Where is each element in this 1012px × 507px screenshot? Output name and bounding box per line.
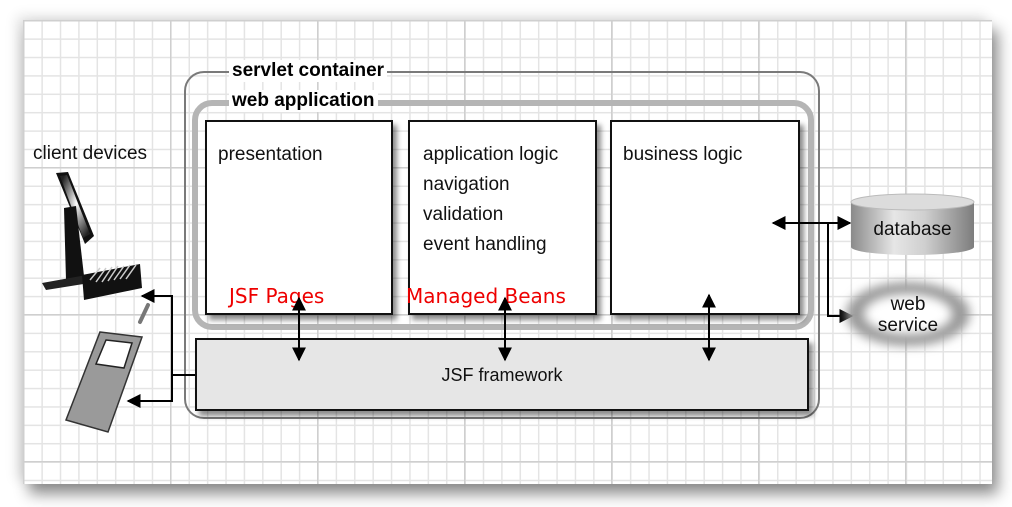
mobile-phone-icon: [65, 303, 150, 433]
web-service-label-line1: web: [890, 294, 926, 315]
event-handling-text: event handling: [423, 234, 547, 255]
servlet-container-boundary: [184, 71, 820, 419]
jsf-framework-label: JSF framework: [441, 365, 563, 385]
database-icon: [850, 193, 975, 255]
application-logic-title: application logic: [423, 144, 559, 165]
web-service-icon: [846, 282, 970, 346]
desktop-computer-icon: [42, 172, 142, 300]
managed-beans-annotation: Managed Beans: [406, 284, 566, 308]
framework-clients-arrows: [126, 289, 195, 408]
presentation-title: presentation: [218, 144, 323, 165]
validation-text: validation: [423, 204, 504, 225]
navigation-text: navigation: [423, 174, 510, 195]
web-application-label: web application: [229, 90, 378, 112]
database-label: database: [873, 219, 952, 240]
servlet-container-label: servlet container: [229, 60, 388, 82]
web-service-label-line2: service: [877, 315, 939, 336]
business-logic-title: business logic: [623, 144, 743, 165]
business-logic-box: business logic: [610, 120, 800, 315]
presentation-box: presentation: [205, 120, 393, 315]
application-logic-box: application logic navigation validation …: [408, 120, 597, 315]
business-webservice-arrow: [827, 223, 854, 323]
client-devices-label: client devices: [33, 143, 148, 164]
